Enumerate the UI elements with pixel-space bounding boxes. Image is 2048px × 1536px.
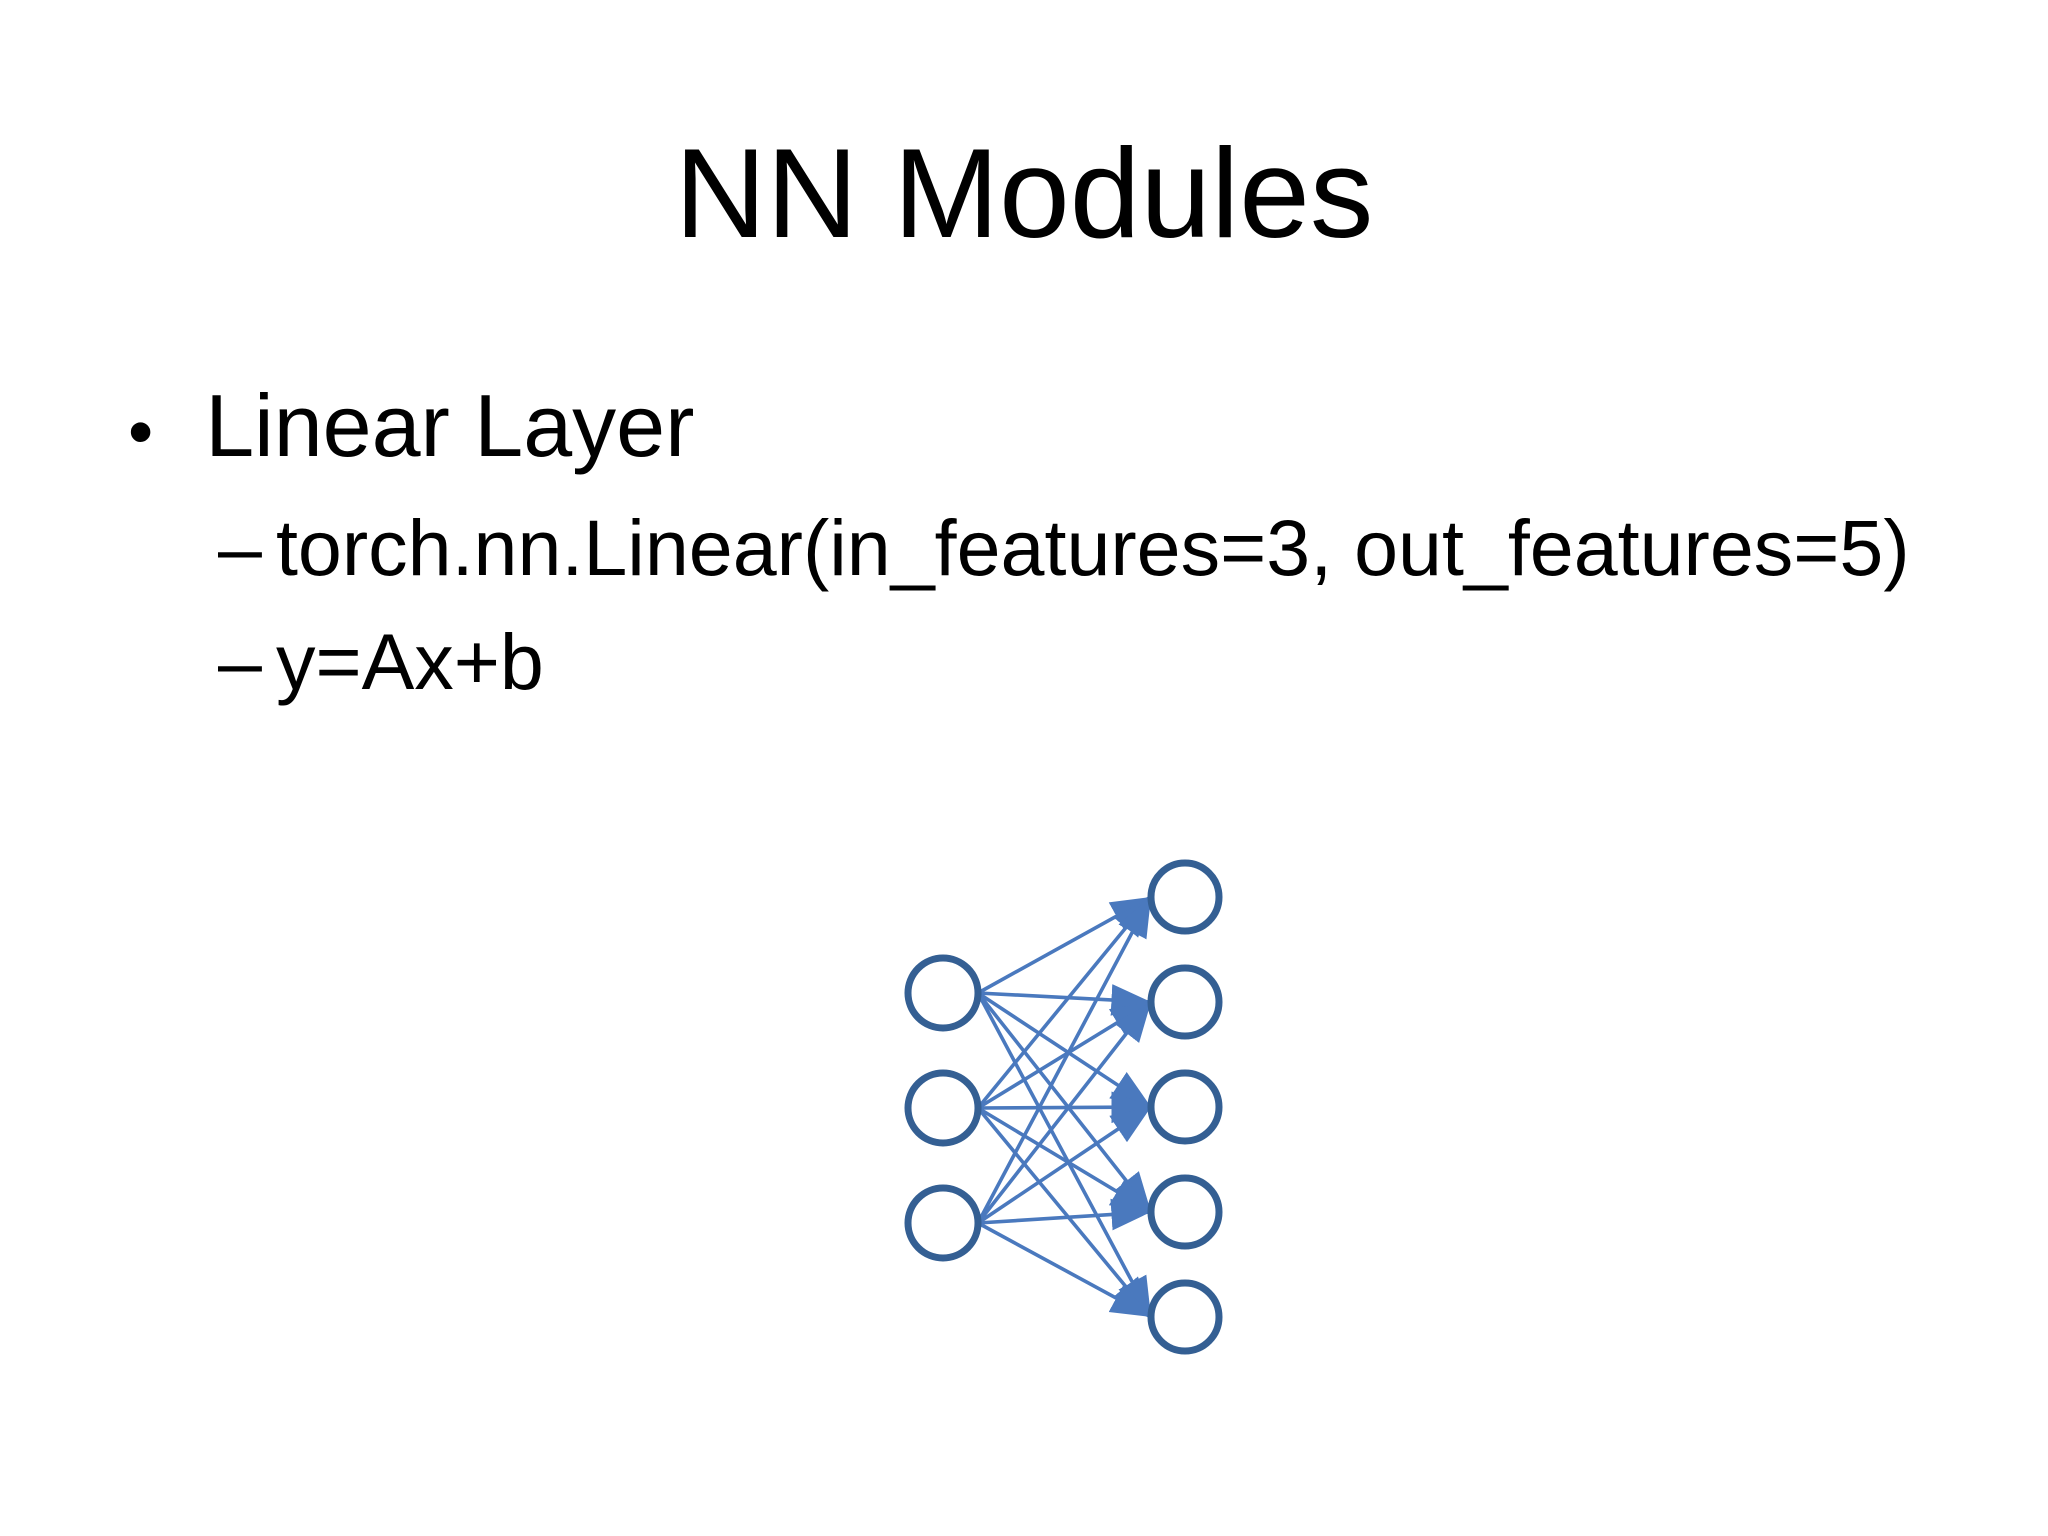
- connection-arrow-1-5: [976, 992, 1153, 1318]
- sub-bullet-torch-nn-linear: – torch.nn.Linear(in_features=3, out_fea…: [218, 508, 1910, 587]
- connection-arrow-2-1: [976, 895, 1153, 1110]
- bullet-dot-icon: •: [128, 392, 154, 472]
- bullet-label: Linear Layer: [205, 376, 695, 475]
- output-node-1: [1147, 859, 1223, 935]
- slide-title: NN Modules: [674, 122, 1374, 264]
- output-node-4: [1147, 1174, 1223, 1250]
- connection-arrow-1-2: [977, 984, 1152, 1016]
- dash-bullet-icon: –: [218, 617, 262, 706]
- output-node-5: [1147, 1279, 1223, 1355]
- connection-arrow-3-3: [976, 1105, 1153, 1225]
- connection-arrow-2-4: [977, 1106, 1152, 1214]
- input-node-3: [904, 1184, 982, 1262]
- connection-arrow-2-5: [976, 1106, 1153, 1319]
- sub-bullet-label: y=Ax+b: [275, 617, 544, 706]
- input-node-1: [904, 954, 982, 1032]
- output-node-3: [1147, 1069, 1223, 1145]
- connection-arrow-3-1: [976, 896, 1153, 1224]
- bullet-item-linear-layer: • Linear Layer: [128, 382, 694, 470]
- connection-arrow-3-2: [976, 1000, 1153, 1225]
- dash-bullet-icon: –: [218, 503, 262, 592]
- connection-arrow-1-3: [977, 991, 1152, 1109]
- sub-bullet-label: torch.nn.Linear(in_features=3, out_featu…: [275, 503, 1910, 592]
- connection-arrow-1-4: [976, 991, 1153, 1214]
- connection-arrow-2-3: [977, 1091, 1152, 1124]
- output-node-2: [1147, 964, 1223, 1040]
- connection-arrow-2-2: [977, 1000, 1152, 1110]
- sub-bullet-y-ax-b: – y=Ax+b: [218, 622, 544, 701]
- connection-arrow-3-4: [977, 1198, 1152, 1231]
- connection-arrow-3-5: [977, 1221, 1152, 1319]
- input-node-2: [904, 1069, 982, 1147]
